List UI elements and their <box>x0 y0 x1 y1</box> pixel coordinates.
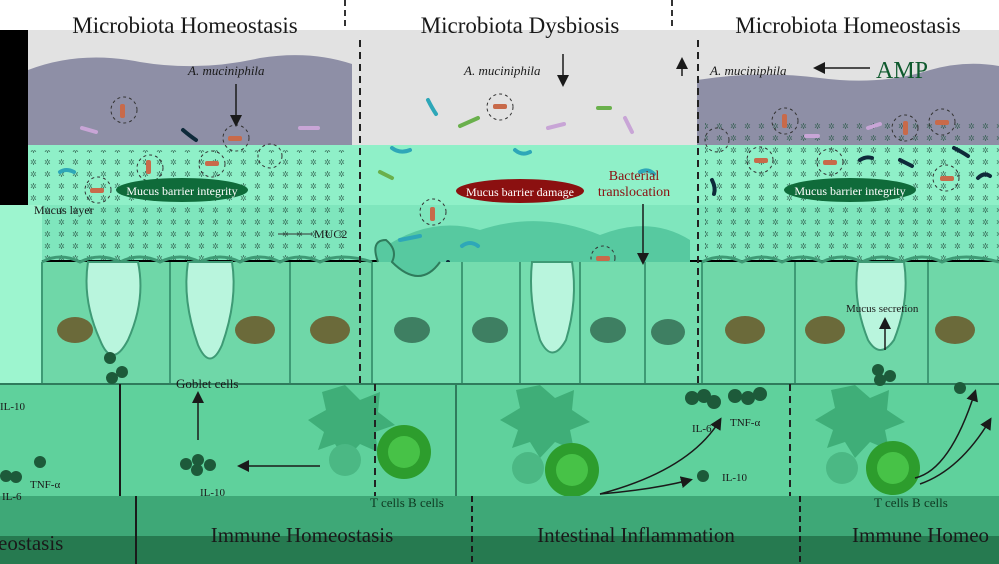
akk-label-middle: A. muciniphila <box>463 63 541 78</box>
mucus-wave-left <box>28 55 352 145</box>
akk-label-left: A. muciniphila <box>187 63 265 78</box>
footer-left: Immune Homeostasis <box>211 523 394 547</box>
damaged-mucus <box>380 221 690 262</box>
barrier-label-right: Mucus barrier integrity <box>794 184 905 198</box>
immune-cells-left <box>308 385 431 479</box>
barrier-oval-left <box>116 178 248 202</box>
barrier-oval-middle <box>456 179 584 203</box>
footer-far-left: eostasis <box>0 531 63 555</box>
cells-label-left: T cells B cells <box>370 495 444 510</box>
tnf-left: TNF-α <box>30 479 60 491</box>
il6-middle: IL-6 <box>692 423 712 435</box>
amp-label: AMP <box>876 58 928 84</box>
epithelium <box>0 205 999 385</box>
footer-strip <box>0 496 999 564</box>
header-right: Microbiota Homeostasis <box>735 13 961 38</box>
il10-center-left: IL-10 <box>200 487 226 499</box>
muc2-label: MUC2 <box>314 227 347 241</box>
il6-left: IL-6 <box>2 491 22 503</box>
goblet-cells <box>85 261 907 360</box>
nuclei <box>57 316 975 344</box>
tnf-middle: TNF-α <box>730 417 760 429</box>
immune-cells-middle <box>500 385 599 497</box>
flow-arrows <box>192 317 992 495</box>
header-left: Microbiota Homeostasis <box>72 13 298 38</box>
footer-right: Immune Homeo <box>852 523 989 547</box>
cytokine-dots <box>0 352 966 483</box>
immune-region <box>0 317 999 564</box>
mucus-layer-label: Mucus layer <box>34 203 94 217</box>
footer-middle: Intestinal Inflammation <box>537 523 735 547</box>
barrier-label-left: Mucus barrier integrity <box>126 184 237 198</box>
header-middle: Microbiota Dysbiosis <box>421 13 620 38</box>
barrier-label-middle: Mucus barrier damage <box>466 185 574 199</box>
il10-middle: IL-10 <box>722 472 748 484</box>
cells-label-right: T cells B cells <box>874 495 948 510</box>
goblet-cells-label: Goblet cells <box>176 376 238 391</box>
il10-left-top: IL-10 <box>0 401 26 413</box>
lumen-arrows <box>230 54 870 265</box>
mucus-secretion-label: Mucus secretion <box>846 303 919 315</box>
barrier-oval-right <box>784 178 916 202</box>
immune-cells-right <box>815 385 920 495</box>
akk-label-right: A. muciniphila <box>709 63 787 78</box>
